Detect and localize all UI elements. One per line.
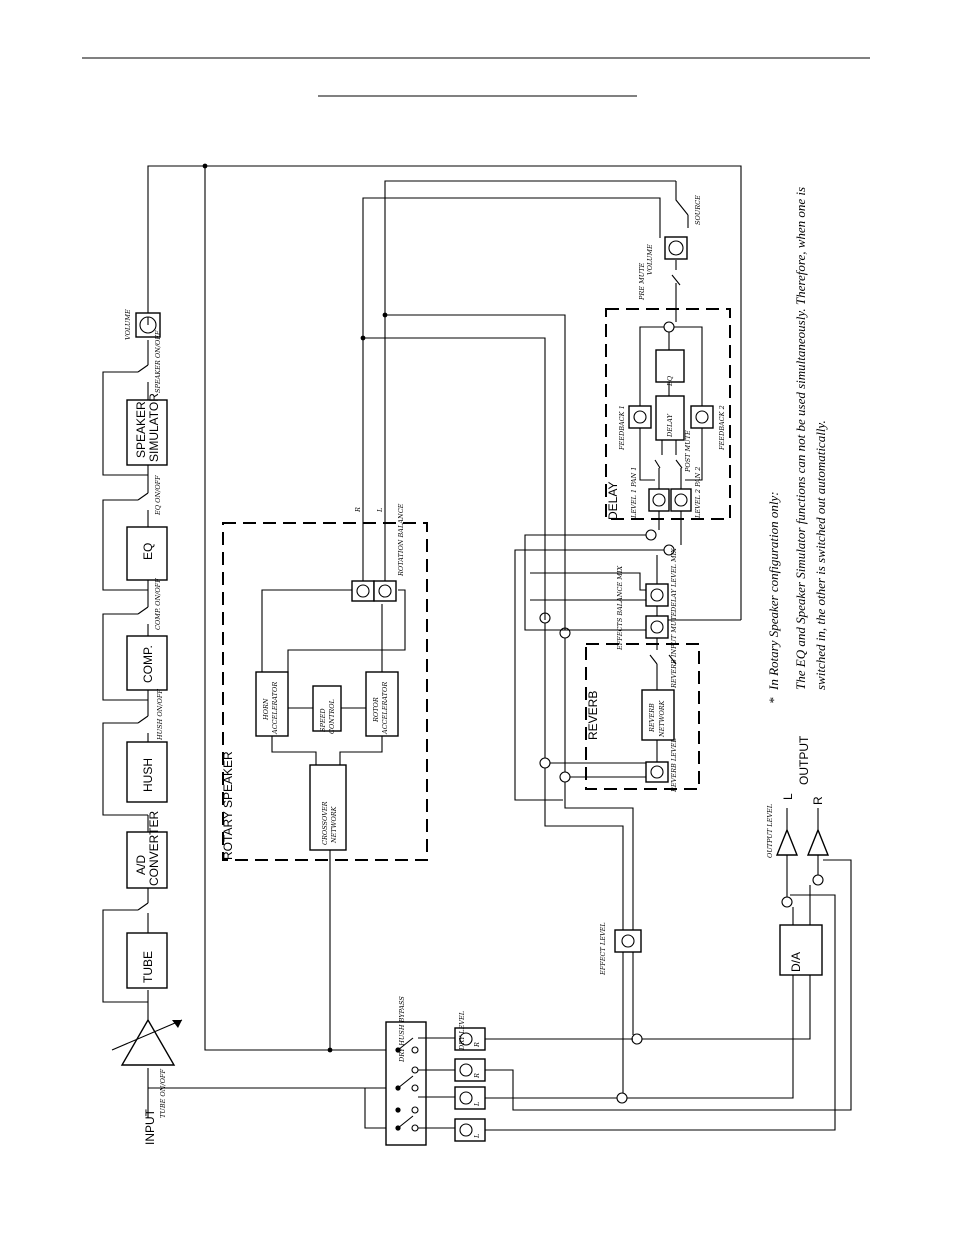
feedback-1-label: FEEDBACK 1 xyxy=(618,405,626,451)
rotary-speaker-group xyxy=(222,180,676,1050)
delay-block xyxy=(655,395,685,441)
output-amp-l-icon xyxy=(775,828,799,856)
output-l-label: L xyxy=(781,793,795,800)
tube-on-off-label: TUBE ON/OFF xyxy=(159,1069,167,1118)
delay-volume-label: VOLUME xyxy=(646,244,654,275)
knob-l-label-2: L xyxy=(473,1134,481,1139)
speaker-label-2: SIMULATOR xyxy=(147,393,161,462)
delay-eq-label: EQ xyxy=(666,375,674,387)
delay-label: DELAY xyxy=(666,413,674,438)
ad-label-2: CONVERTER xyxy=(147,811,161,886)
pre-mute-label: PRE MUTE xyxy=(638,262,646,301)
hush-on-off-label: HUSH ON/OFF xyxy=(156,689,164,741)
rotor-accelerator-block xyxy=(365,671,399,737)
eq-on-off-label: EQ ON/OFF xyxy=(154,475,162,516)
source-switch-label: SOURCE xyxy=(694,195,702,225)
feedback-2-knob xyxy=(690,405,714,429)
crossover-label-2: NETWORK xyxy=(330,805,338,844)
delay-level-mix-knob xyxy=(645,583,669,607)
reverb-mute-label: REVERB INPUT MUTE xyxy=(670,611,678,689)
feedback-1-knob xyxy=(628,405,652,429)
speed-label-2: CONTROL xyxy=(328,699,336,734)
rotor-label-1: ROTOR xyxy=(372,697,380,723)
ad-converter-block xyxy=(126,831,168,889)
rotation-balance-label: ROTATION BALANCE xyxy=(397,503,405,577)
level-2-label: LEVEL 2 PAN 2 xyxy=(694,467,702,519)
signal-r-label: R xyxy=(354,507,362,513)
delay-eq-block xyxy=(655,349,685,383)
main-chain xyxy=(102,163,742,1129)
delay-group-label: DELAY xyxy=(606,482,620,520)
speaker-simulator-block xyxy=(126,399,168,466)
effects-balance-knob xyxy=(645,615,669,639)
input-gain-amp-icon xyxy=(120,1018,176,1066)
signal-l-label: L xyxy=(376,508,384,513)
reverb-level-knob xyxy=(645,761,669,783)
dry-level-label: DRY LEVEL xyxy=(458,1011,466,1051)
output-label: OUTPUT xyxy=(797,735,811,785)
tube-label: TUBE xyxy=(141,951,155,983)
output-amp-r-icon xyxy=(806,828,830,856)
knob-r-label-2: R xyxy=(473,1073,481,1079)
rotation-balance-knob-2 xyxy=(373,580,397,602)
reverb-network-label-1: REVERB xyxy=(648,703,656,733)
level-1-label: LEVEL 1 PAN 1 xyxy=(630,467,638,519)
crossover-block xyxy=(309,764,347,851)
ad-label-1: A/D xyxy=(134,855,148,875)
footnote-line-1: In Rotary Speaker configuration only: xyxy=(766,491,781,691)
rotary-group-label: ROTARY SPEAKER xyxy=(221,751,235,860)
crossover-label-1: CROSSOVER xyxy=(321,801,329,845)
effects-balance-label: EFFECTS BALANCE MIX xyxy=(616,565,624,651)
knob-r-label-1: R xyxy=(473,1042,481,1048)
feedback-2-label: FEEDBACK 2 xyxy=(718,405,726,451)
reverb-group-label: REVERB xyxy=(586,691,600,740)
hush-block xyxy=(126,741,168,803)
post-mute-label: POST MUTE xyxy=(684,430,692,473)
dry-hush-bypass-switch xyxy=(385,1021,427,1146)
delay-group xyxy=(514,181,731,801)
da-converter-block xyxy=(779,924,823,976)
speed-control-block xyxy=(312,685,342,732)
da-label: D/A xyxy=(789,952,803,972)
output-section xyxy=(385,808,852,1146)
level-1-knob xyxy=(648,488,670,512)
rotor-label-2: ACCELERATOR xyxy=(381,682,389,735)
footnote-line-2: The EQ and Speaker Simulator functions c… xyxy=(793,187,808,690)
delay-mix-label: DELAY LEVEL MIX xyxy=(670,548,678,613)
text-labels: INPUT OUTPUT L R TUBE A/D CONVERTER HUSH… xyxy=(124,195,825,1145)
speaker-on-off-label: SPEAKER ON/OFF xyxy=(154,330,162,393)
reverb-network-label-2: NETWORK xyxy=(658,699,666,738)
effect-level-label: EFFECT LEVEL xyxy=(599,922,607,976)
input-label: INPUT xyxy=(143,1108,157,1145)
delay-volume-knob xyxy=(664,236,688,260)
comp-label: COMP. xyxy=(141,645,155,683)
footnote-line-3: switched in, the other is switched out a… xyxy=(813,420,828,690)
comp-block xyxy=(126,635,168,691)
reverb-network-block xyxy=(641,689,675,741)
reverb-group xyxy=(530,555,741,930)
knob-l-label-1: L xyxy=(473,1102,481,1107)
hush-label: HUSH xyxy=(141,758,155,792)
dry-hush-label: DRY HUSH BYPASS xyxy=(398,996,406,1063)
eq-block xyxy=(126,526,168,581)
output-level-label: OUTPUT LEVEL xyxy=(766,804,774,858)
speed-label-1: SPEED xyxy=(319,708,327,732)
footnote-mark: * xyxy=(766,697,781,704)
comp-on-off-label: COMP. ON/OFF xyxy=(154,578,162,630)
footnote: * In Rotary Speaker configuration only: … xyxy=(766,187,828,704)
volume-label: VOLUME xyxy=(124,309,132,340)
effect-level-knob xyxy=(614,929,642,953)
horn-accelerator-block xyxy=(255,671,289,737)
eq-label: EQ xyxy=(141,543,155,560)
reverb-level-label: REVERB LEVEL xyxy=(670,738,678,793)
rotation-balance-knob-1 xyxy=(351,580,375,602)
tube-block xyxy=(126,932,168,989)
output-r-label: R xyxy=(811,796,825,805)
horn-label-2: ACCELERATOR xyxy=(271,682,279,735)
speaker-label-1: SPEAKER xyxy=(134,401,148,458)
horn-label-1: HORN xyxy=(262,698,270,721)
level-2-knob xyxy=(670,488,692,512)
